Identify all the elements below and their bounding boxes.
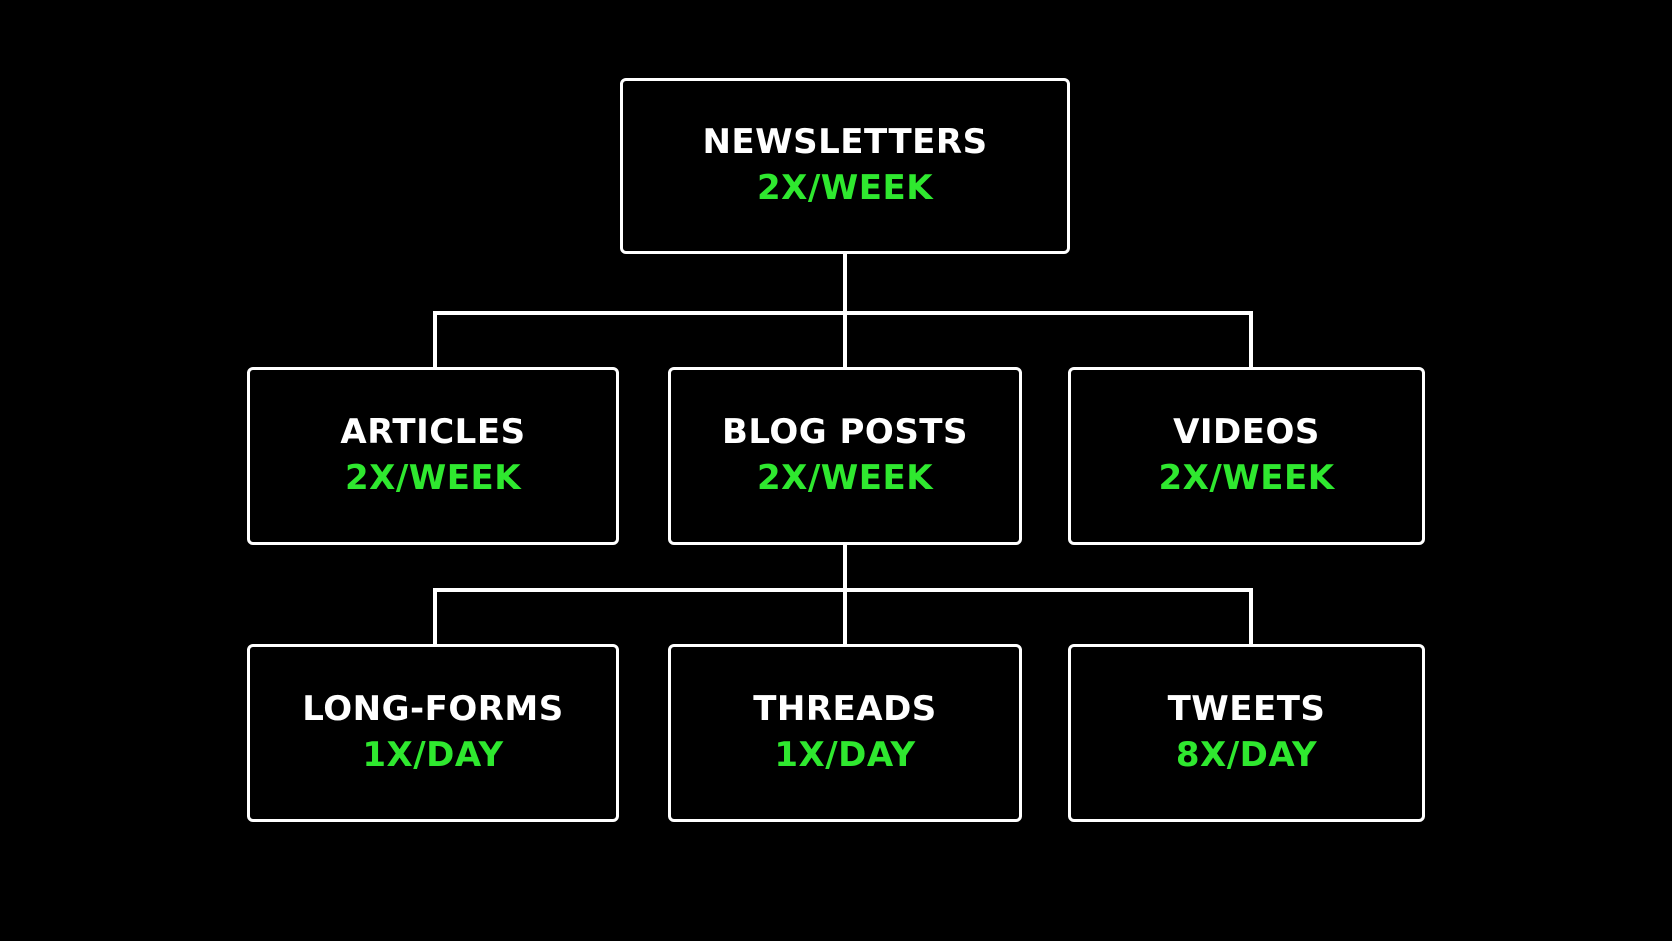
node-blog-posts-frequency: 2X/WEEK: [756, 458, 934, 498]
node-long-forms-label: LONG-FORMS: [302, 689, 564, 730]
node-threads: THREADS 1X/DAY: [668, 644, 1022, 822]
node-tweets-label: TWEETS: [1167, 689, 1326, 730]
node-articles-label: ARTICLES: [340, 412, 526, 453]
node-articles: ARTICLES 2X/WEEK: [247, 367, 619, 545]
node-blog-posts: BLOG POSTS 2X/WEEK: [668, 367, 1022, 545]
node-videos-frequency: 2X/WEEK: [1158, 458, 1335, 498]
node-threads-label: THREADS: [753, 689, 937, 730]
node-threads-frequency: 1X/DAY: [774, 735, 916, 775]
node-tweets-frequency: 8X/DAY: [1175, 735, 1318, 775]
node-videos-label: VIDEOS: [1173, 412, 1320, 453]
node-articles-frequency: 2X/WEEK: [344, 458, 522, 498]
node-tweets: TWEETS 8X/DAY: [1068, 644, 1425, 822]
node-newsletters-frequency: 2X/WEEK: [756, 168, 934, 208]
node-videos: VIDEOS 2X/WEEK: [1068, 367, 1425, 545]
node-blog-posts-label: BLOG POSTS: [721, 412, 968, 453]
node-newsletters-label: NEWSLETTERS: [702, 122, 988, 163]
node-long-forms: LONG-FORMS 1X/DAY: [247, 644, 619, 822]
node-long-forms-frequency: 1X/DAY: [362, 735, 504, 775]
node-newsletters: NEWSLETTERS 2X/WEEK: [620, 78, 1070, 254]
